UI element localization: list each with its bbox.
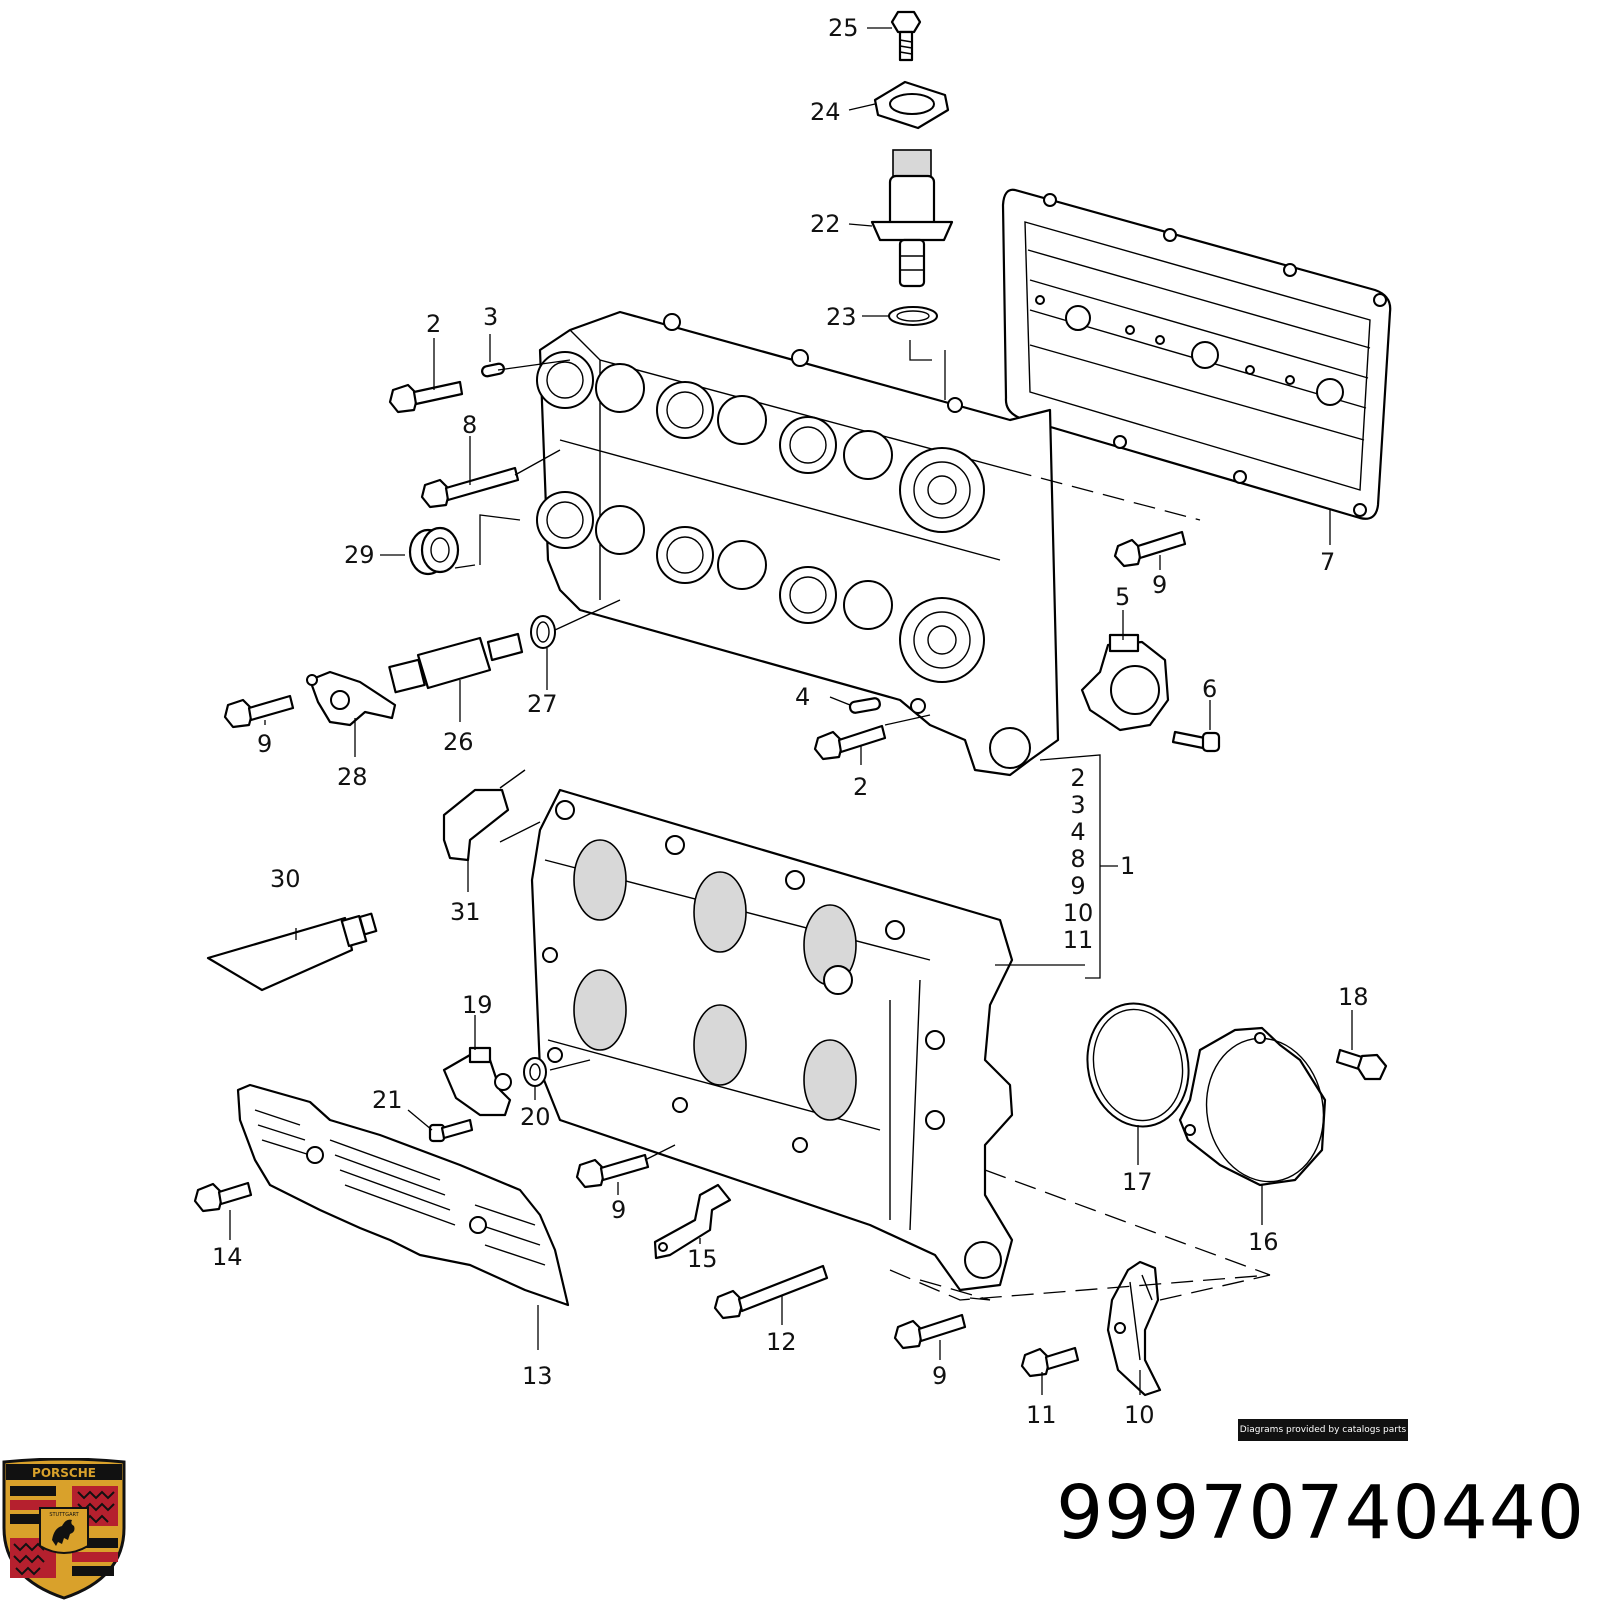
callout-3: 3 [483, 303, 498, 331]
part-15-bracket [653, 1183, 732, 1260]
callout-19: 19 [462, 991, 493, 1019]
callout-12: 12 [766, 1328, 797, 1356]
part-8-bolt [420, 466, 520, 509]
callout-26: 26 [443, 728, 474, 756]
callout-9-left: 9 [257, 730, 272, 758]
callout-16: 16 [1248, 1228, 1279, 1256]
assembly-item: 4 [1070, 818, 1085, 846]
diagram-credit: Diagrams provided by catalogs parts [1238, 1419, 1408, 1441]
callout-labels: 25 24 22 23 2 3 8 29 9 7 5 6 4 2 27 26 9… [212, 14, 1369, 1429]
part-1-cylinder-head [536, 310, 1060, 777]
part-number: 99970740440 [1056, 1470, 1585, 1556]
part-14-bolt [193, 1181, 253, 1213]
callout-7: 7 [1320, 548, 1335, 576]
callout-21: 21 [372, 1086, 403, 1114]
part-4-pin-lower [848, 697, 881, 714]
callout-23: 23 [826, 303, 857, 331]
assembly-item: 10 [1063, 899, 1094, 927]
part-29-seal [408, 526, 460, 576]
assembly-list: 2 3 4 8 9 10 11 [1063, 764, 1094, 954]
part-1-camshaft-carrier [530, 788, 1014, 1292]
callout-9-right: 9 [1152, 571, 1167, 599]
part-16-cover [1178, 1026, 1327, 1187]
callout-27: 27 [527, 690, 558, 718]
callout-14: 14 [212, 1243, 243, 1271]
part-9-bolt-right [1113, 530, 1187, 568]
part-6-screw [1171, 730, 1221, 753]
part-24-flange [873, 80, 950, 130]
part-30-sealant-tube [206, 912, 378, 992]
part-18-bolt [1335, 1048, 1388, 1081]
part-2-bolt-lower [813, 724, 887, 761]
part-31-bracket [442, 769, 526, 862]
part-3-pin-upper [481, 362, 505, 378]
callout-10: 10 [1124, 1401, 1155, 1429]
callout-2-lower: 2 [853, 773, 868, 801]
callout-1: 1 [1120, 852, 1135, 880]
callout-28: 28 [337, 763, 368, 791]
part-23-o-ring [888, 306, 938, 326]
callout-5: 5 [1115, 583, 1130, 611]
callout-13: 13 [522, 1362, 553, 1390]
callout-6: 6 [1202, 675, 1217, 703]
porsche-crest-logo: PORSCHE STUTTGART [2, 1458, 126, 1600]
callout-25: 25 [828, 14, 859, 42]
part-17-o-ring [1086, 1002, 1190, 1128]
part-27-seal-ring [530, 615, 556, 649]
callout-24: 24 [810, 98, 841, 126]
part-21-screw [428, 1118, 474, 1143]
callout-30: 30 [270, 865, 301, 893]
crest-city-text: STUTTGART [49, 1512, 79, 1518]
callout-17: 17 [1122, 1168, 1153, 1196]
part-10-guide-rail [1106, 1260, 1162, 1397]
part-5-sensor-bracket [1080, 633, 1170, 732]
part-19-sensor [442, 1046, 512, 1117]
callout-8: 8 [462, 411, 477, 439]
callout-2-upper: 2 [426, 310, 441, 338]
part-28-bracket [306, 670, 397, 727]
assembly-item: 9 [1070, 872, 1085, 900]
callout-20: 20 [520, 1103, 551, 1131]
callout-31: 31 [450, 898, 481, 926]
assembly-item: 2 [1070, 764, 1085, 792]
part-7-gasket [1001, 188, 1392, 520]
part-25-bolt [890, 10, 922, 62]
callout-15: 15 [687, 1245, 718, 1273]
callout-4: 4 [795, 683, 810, 711]
callout-9-center: 9 [611, 1196, 626, 1224]
part-9-bolt-left [223, 694, 295, 729]
assembly-item: 3 [1070, 791, 1085, 819]
callout-18: 18 [1338, 983, 1369, 1011]
part-9-bolt-center [575, 1153, 650, 1189]
part-12-long-bolt [713, 1264, 829, 1320]
crest-brand-text: PORSCHE [32, 1466, 96, 1480]
part-11-bolt [1020, 1346, 1080, 1378]
part-20-seal-ring [523, 1057, 547, 1087]
part-2-bolt-upper [388, 380, 464, 414]
leader-lines [229, 27, 1353, 1395]
callout-22: 22 [810, 210, 841, 238]
callout-9-bottom: 9 [932, 1362, 947, 1390]
callout-11: 11 [1026, 1401, 1057, 1429]
part-9-bolt-bottom [893, 1313, 967, 1350]
assembly-item: 11 [1063, 926, 1094, 954]
part-22-solenoid-valve [870, 149, 954, 288]
callout-29: 29 [344, 541, 375, 569]
assembly-item: 8 [1070, 845, 1085, 873]
part-13-heat-shield [236, 1083, 570, 1307]
part-26-sensor [388, 632, 524, 694]
